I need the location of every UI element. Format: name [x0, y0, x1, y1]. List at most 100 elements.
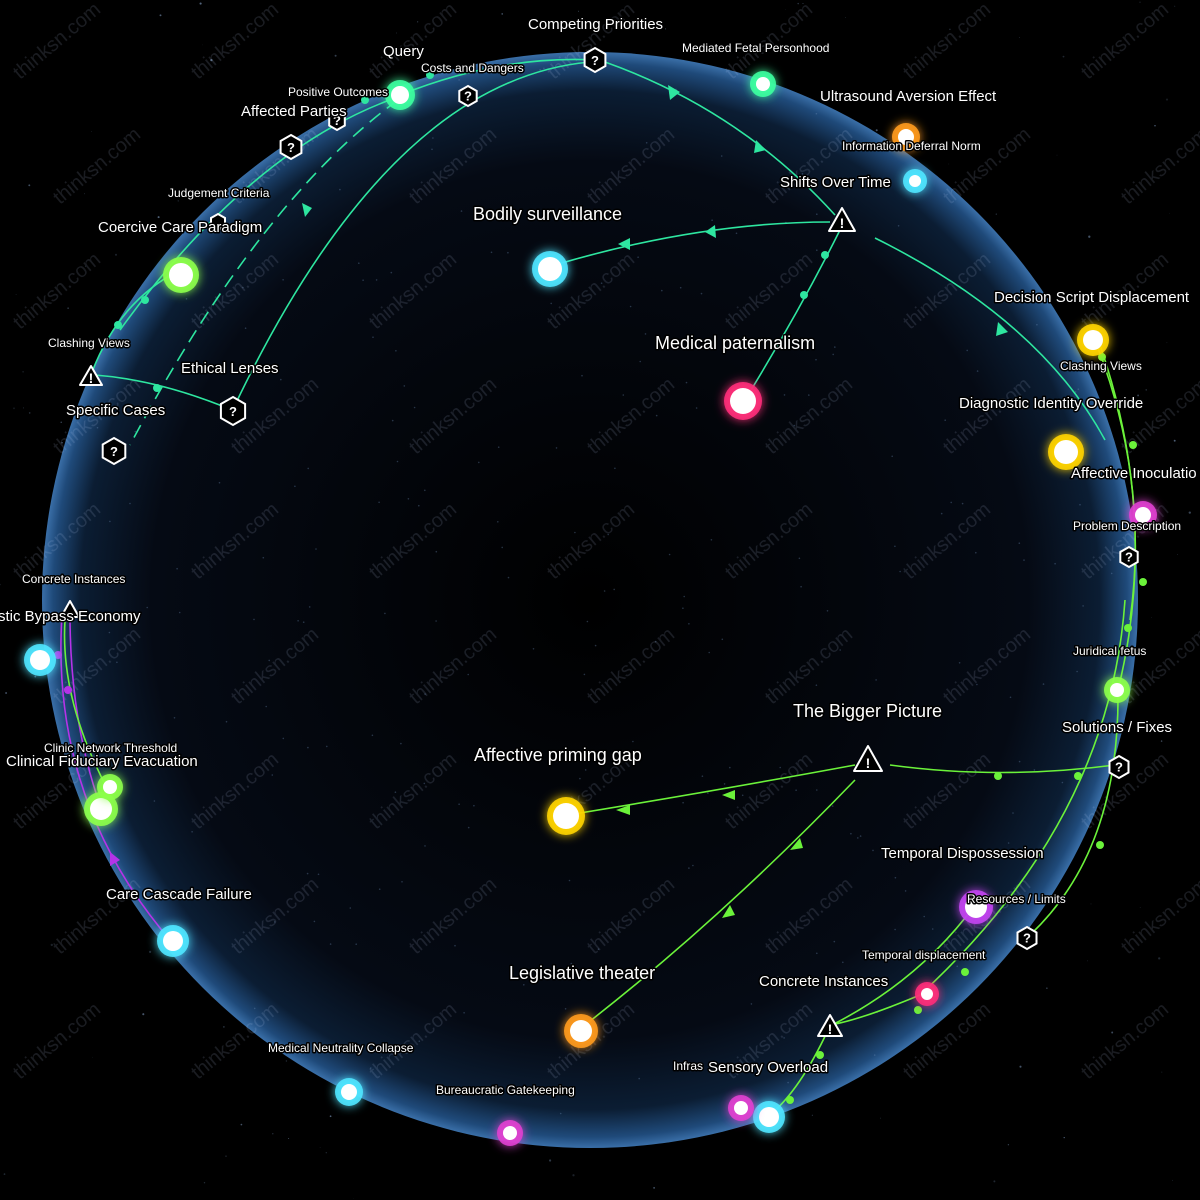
- sphere-dot: [539, 69, 541, 71]
- node-sensory-overload[interactable]: [753, 1101, 785, 1133]
- node-affective-inoculation[interactable]: [1129, 501, 1157, 529]
- node-bypass-economy[interactable]: [24, 644, 56, 676]
- sphere-dot: [329, 943, 332, 945]
- node-shifts-over-time[interactable]: [903, 169, 927, 193]
- sphere-dot: [467, 826, 470, 829]
- sphere-dot: [793, 424, 796, 427]
- sphere-dot: [1079, 503, 1081, 506]
- star: [114, 253, 118, 256]
- sphere-dot: [225, 720, 228, 723]
- sphere-dot: [711, 219, 713, 221]
- star: [949, 28, 951, 31]
- sphere-dot: [894, 876, 897, 879]
- sphere-dot: [1012, 812, 1014, 814]
- node-mediated-fetal-personhood[interactable]: [750, 71, 776, 97]
- node-juridical-fetus[interactable]: [1104, 677, 1130, 703]
- node-infras[interactable]: [728, 1095, 754, 1121]
- sphere-dot: [800, 585, 802, 588]
- hub-affected-parties[interactable]: ?: [279, 133, 303, 161]
- node-medical-paternalism[interactable]: [724, 382, 762, 420]
- hub-the-bigger-picture[interactable]: !: [853, 745, 883, 772]
- sphere-dot: [741, 794, 744, 797]
- hub-positive-outcomes[interactable]: ?: [328, 110, 346, 132]
- hub-specific-cases[interactable]: ?: [101, 436, 127, 466]
- sphere-dot: [178, 611, 181, 614]
- node-core: [921, 988, 933, 1000]
- sphere-dot: [431, 148, 433, 151]
- hub-concrete-instances-left[interactable]: [60, 600, 80, 618]
- hub-problem-description[interactable]: ?: [1119, 545, 1139, 569]
- star: [1139, 1, 1141, 3]
- sphere-dot: [407, 498, 410, 500]
- hub-concrete-instances-right[interactable]: !: [817, 1014, 843, 1037]
- hub-resources-limits[interactable]: ?: [1016, 925, 1038, 951]
- hub-solutions-fixes[interactable]: ?: [1108, 754, 1130, 780]
- star: [811, 1114, 813, 1116]
- node-diagnostic-identity[interactable]: [1048, 434, 1084, 470]
- node-bodily-surveillance[interactable]: [532, 251, 568, 287]
- star: [97, 172, 99, 174]
- sphere-dot: [394, 791, 397, 793]
- node-query[interactable]: [385, 80, 415, 110]
- label-coercive-care: Coercive Care Paradigm: [98, 219, 262, 236]
- node-clinical-fiduciary[interactable]: [84, 792, 118, 826]
- link-arrow: [110, 852, 120, 866]
- sphere-dot: [688, 623, 690, 625]
- star: [67, 307, 69, 309]
- node-resources-limits[interactable]: [959, 890, 993, 924]
- sphere-dot: [950, 501, 952, 504]
- sphere-dot: [424, 489, 426, 492]
- star: [353, 1197, 354, 1199]
- star: [148, 950, 152, 954]
- node-temporal-displacement[interactable]: [915, 982, 939, 1006]
- label-care-cascade-failure: Care Cascade Failure: [106, 886, 252, 903]
- star: [23, 407, 24, 409]
- hub-competing-priorities[interactable]: ?: [583, 46, 607, 74]
- star: [1161, 1071, 1163, 1073]
- node-medical-neutrality-collapse[interactable]: [335, 1078, 363, 1106]
- node-ultrasound-aversion[interactable]: [892, 123, 920, 151]
- star: [13, 407, 15, 410]
- question-icon: ?: [229, 404, 237, 419]
- sphere-dot: [153, 800, 156, 802]
- node-legislative-theater[interactable]: [564, 1014, 598, 1048]
- node-care-cascade-failure[interactable]: [157, 925, 189, 957]
- sphere-dot: [302, 621, 305, 623]
- star: [1160, 740, 1163, 742]
- star: [60, 421, 62, 423]
- sphere-dot: [682, 801, 684, 804]
- node-affective-priming-gap[interactable]: [547, 797, 585, 835]
- star: [141, 227, 143, 229]
- link-arrow: [705, 225, 716, 238]
- hub-ethical-lenses[interactable]: ?: [219, 395, 247, 427]
- sphere-dot: [253, 618, 255, 621]
- node-clinic-network-threshold[interactable]: [97, 774, 123, 800]
- star: [1173, 439, 1176, 442]
- sphere-dot: [326, 745, 328, 748]
- sphere-dot: [355, 943, 358, 945]
- node-decision-script[interactable]: [1077, 324, 1109, 356]
- sphere-dot: [191, 831, 193, 833]
- node-coercive-care[interactable]: [163, 257, 199, 293]
- sphere-dot: [185, 298, 188, 300]
- sphere-dot: [390, 271, 393, 274]
- node-bureaucratic-gatekeeping[interactable]: [497, 1120, 523, 1146]
- hub-warning-top[interactable]: !: [828, 207, 856, 232]
- sphere-dot: [273, 921, 276, 923]
- label-query: Query: [383, 43, 424, 60]
- label-resources-limits: Resources / Limits: [967, 892, 1066, 906]
- star: [202, 44, 203, 46]
- star: [92, 1056, 93, 1058]
- node-core: [90, 798, 112, 820]
- hub-costs-and-dangers[interactable]: ?: [458, 84, 478, 108]
- sphere-dot: [682, 607, 684, 609]
- star: [802, 3, 804, 4]
- hub-clashing-views-left[interactable]: !: [79, 365, 103, 386]
- label-layer: Competing Priorities Mediated Fetal Pers…: [0, 15, 1198, 1099]
- sphere-dot: [1110, 572, 1113, 575]
- sphere-dot: [418, 504, 420, 507]
- hub-judgement-criteria[interactable]: [210, 212, 226, 232]
- sphere-dot: [708, 651, 710, 654]
- node-core: [1110, 683, 1124, 697]
